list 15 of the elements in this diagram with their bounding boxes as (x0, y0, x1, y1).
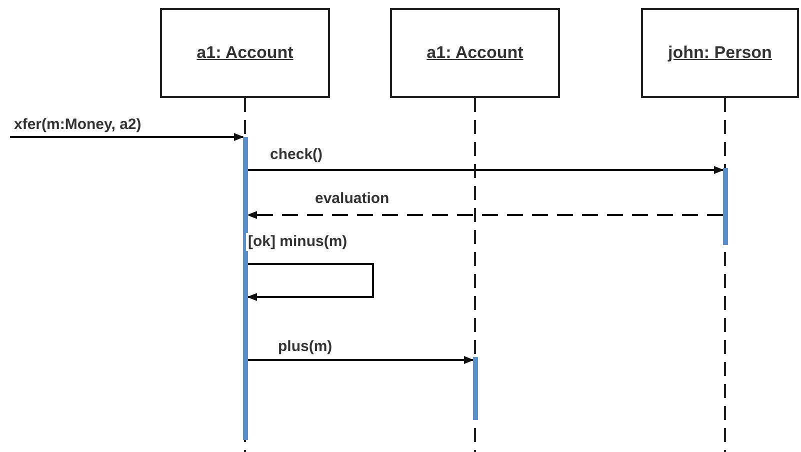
edge-label: check() (268, 146, 325, 164)
self-message-arrow (247, 263, 374, 301)
activation-bar (473, 357, 478, 420)
edge-label: plus(m) (276, 338, 334, 356)
edge-label: xfer(m:Money, a2) (12, 116, 144, 134)
object-box: a1: Account (160, 8, 330, 98)
message-arrow (10, 133, 244, 141)
activation-bar (243, 137, 248, 440)
return-arrow (247, 211, 723, 219)
message-arrow (248, 356, 474, 364)
message-arrow (248, 166, 724, 174)
object-box: a1: Account (390, 8, 560, 98)
object-box: john: Person (641, 8, 799, 98)
edge-label: [ok] minus(m) (246, 233, 350, 251)
activation-bar (723, 168, 728, 245)
